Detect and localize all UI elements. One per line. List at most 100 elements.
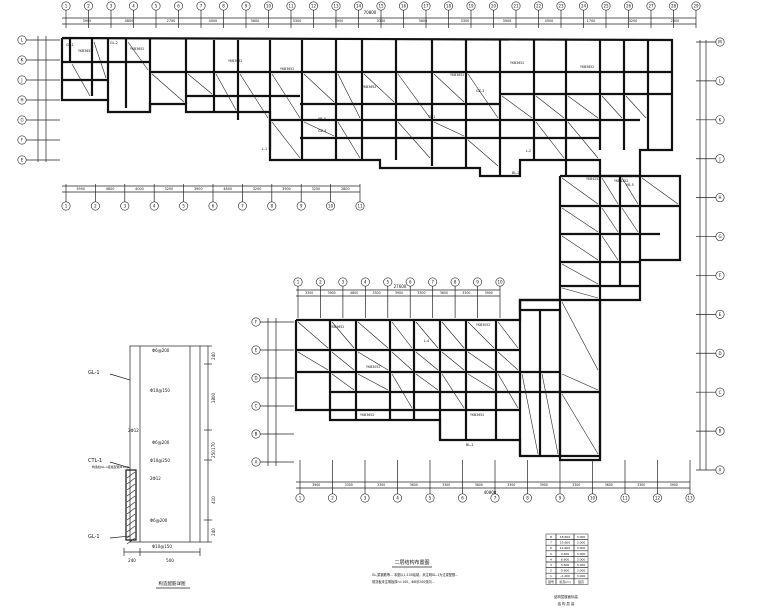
level-table-text: 层号 [548, 579, 554, 584]
detail-side-dim: 250 [211, 450, 216, 458]
lower-wing-slab-diagonals [297, 301, 599, 455]
lower-top-dim-value: 3900 [485, 291, 493, 295]
lower-top-dim-value: 3900 [328, 291, 336, 295]
detail-annotation: 构造柱GL-1底板配筋Φ10@ [92, 464, 129, 469]
lower-top-dim-value: 3300 [305, 291, 313, 295]
beam-label: TL-1 [427, 115, 435, 119]
bottom-axis-7-label: 7 [494, 496, 497, 501]
hatch-line [126, 519, 136, 527]
top-dimension-line [62, 17, 696, 25]
slab-diagonal [535, 121, 565, 159]
bottom-axis-3-label: 3 [364, 496, 367, 501]
level-table-text: 3.600 [561, 563, 570, 567]
slab-diagonal [601, 207, 619, 233]
slab-diagonal [541, 373, 559, 455]
hatch-line [126, 537, 136, 545]
left-axis-G-label: G [20, 118, 23, 123]
slab-label: YKB3652 [78, 49, 92, 53]
lower-total-dimension: 27600 [394, 284, 407, 289]
top-axis-24-label: 24 [581, 4, 587, 9]
detail-side-dim: 240 [211, 528, 216, 536]
level-table-text: 标高(m) [559, 579, 570, 584]
bottom-dim-value: 3600 [605, 483, 613, 487]
slab-diagonal [331, 373, 355, 391]
level-table-text: 6 [550, 546, 552, 550]
right-axis-J-label: J [718, 156, 720, 161]
slab-label: YKB3652 [362, 85, 376, 89]
level-table-text: -2.400 [560, 574, 570, 578]
slab-label: YKB3652 [470, 413, 484, 417]
left-axis-E-label: E [21, 158, 24, 163]
level-table-text: 3.000 [577, 552, 586, 556]
lower-top-axis-7-label: 7 [431, 280, 434, 285]
slab-diagonal [397, 121, 431, 159]
top-axis-21-label: 21 [513, 4, 519, 9]
level-table-text: 3.000 [577, 569, 586, 573]
mid-axis-5-label: 5 [182, 204, 185, 209]
hatch-line [126, 471, 136, 479]
slab-label: YKB3652 [280, 67, 294, 71]
slab-diagonal [271, 73, 301, 119]
mid-axis-11-label: 11 [357, 204, 363, 209]
level-table-text: 5 [550, 552, 552, 556]
mid-dim-value: 3200 [312, 187, 321, 191]
slab-label: YKB3652 [130, 47, 144, 51]
hatch-line [126, 525, 136, 533]
slab-label: YKB3652 [330, 325, 344, 329]
slab-diagonal [497, 321, 519, 349]
hatch-line [126, 495, 136, 503]
upper-wing-slab-diagonals [71, 41, 647, 167]
slab-diagonal [561, 177, 599, 205]
lower-left-dimension-line [267, 318, 277, 466]
hatch-line [126, 513, 136, 521]
mid-dim-value: 3200 [165, 187, 174, 191]
beam-label: BL-2 [512, 171, 520, 175]
detail-bottom-dim-2: 500 [166, 558, 174, 563]
mid-dimension-line [62, 185, 360, 193]
upper-wing-walls [60, 36, 674, 178]
bottom-axis-4-label: 4 [396, 496, 399, 501]
detail-side-dim: 1800 [211, 392, 216, 403]
slab-diagonal [601, 235, 619, 261]
top-dim-value: 3200 [629, 19, 638, 23]
slab-diagonal [331, 351, 355, 371]
slab-diagonal [397, 73, 431, 119]
level-table-text: 3 [550, 563, 552, 567]
slab-label: YKB3652 [228, 59, 242, 63]
slab-diagonal [391, 373, 413, 409]
top-axis-9-label: 9 [245, 4, 248, 9]
slab-diagonal [187, 73, 213, 95]
level-table-text: 3.000 [577, 557, 586, 561]
bottom-axis-11-label: 11 [622, 496, 628, 501]
top-dim-value: 3300 [461, 19, 470, 23]
mid-axis-8-label: 8 [271, 204, 274, 209]
top-axis-28-label: 28 [671, 4, 677, 9]
bottom-axis-2-label: 2 [331, 496, 334, 501]
slab-diagonal [621, 207, 639, 233]
slab-diagonal [561, 373, 599, 391]
bottom-axis-8-label: 8 [526, 496, 529, 501]
top-axis-22-label: 22 [536, 4, 542, 9]
slab-diagonal [357, 321, 389, 349]
right-axis-E-label: E [719, 312, 722, 317]
lower-top-axis-10-label: 10 [497, 280, 503, 285]
mid-dim-value: 4800 [106, 187, 115, 191]
level-table-text: 18.600 [560, 535, 571, 539]
slab-diagonal [497, 351, 519, 371]
bottom-axis-5-label: 5 [429, 496, 432, 501]
detail-rebar-notes: Φ6@200Φ10@1502Φ12Φ6@200Φ10@2502Φ12Φ6@200… [128, 348, 172, 549]
slab-diagonal [433, 73, 465, 103]
top-axis-11-label: 11 [288, 4, 294, 9]
slab-diagonal [561, 301, 599, 371]
top-axis-8-label: 8 [222, 4, 225, 9]
plan-title: 二层结构布置图 [394, 559, 429, 566]
